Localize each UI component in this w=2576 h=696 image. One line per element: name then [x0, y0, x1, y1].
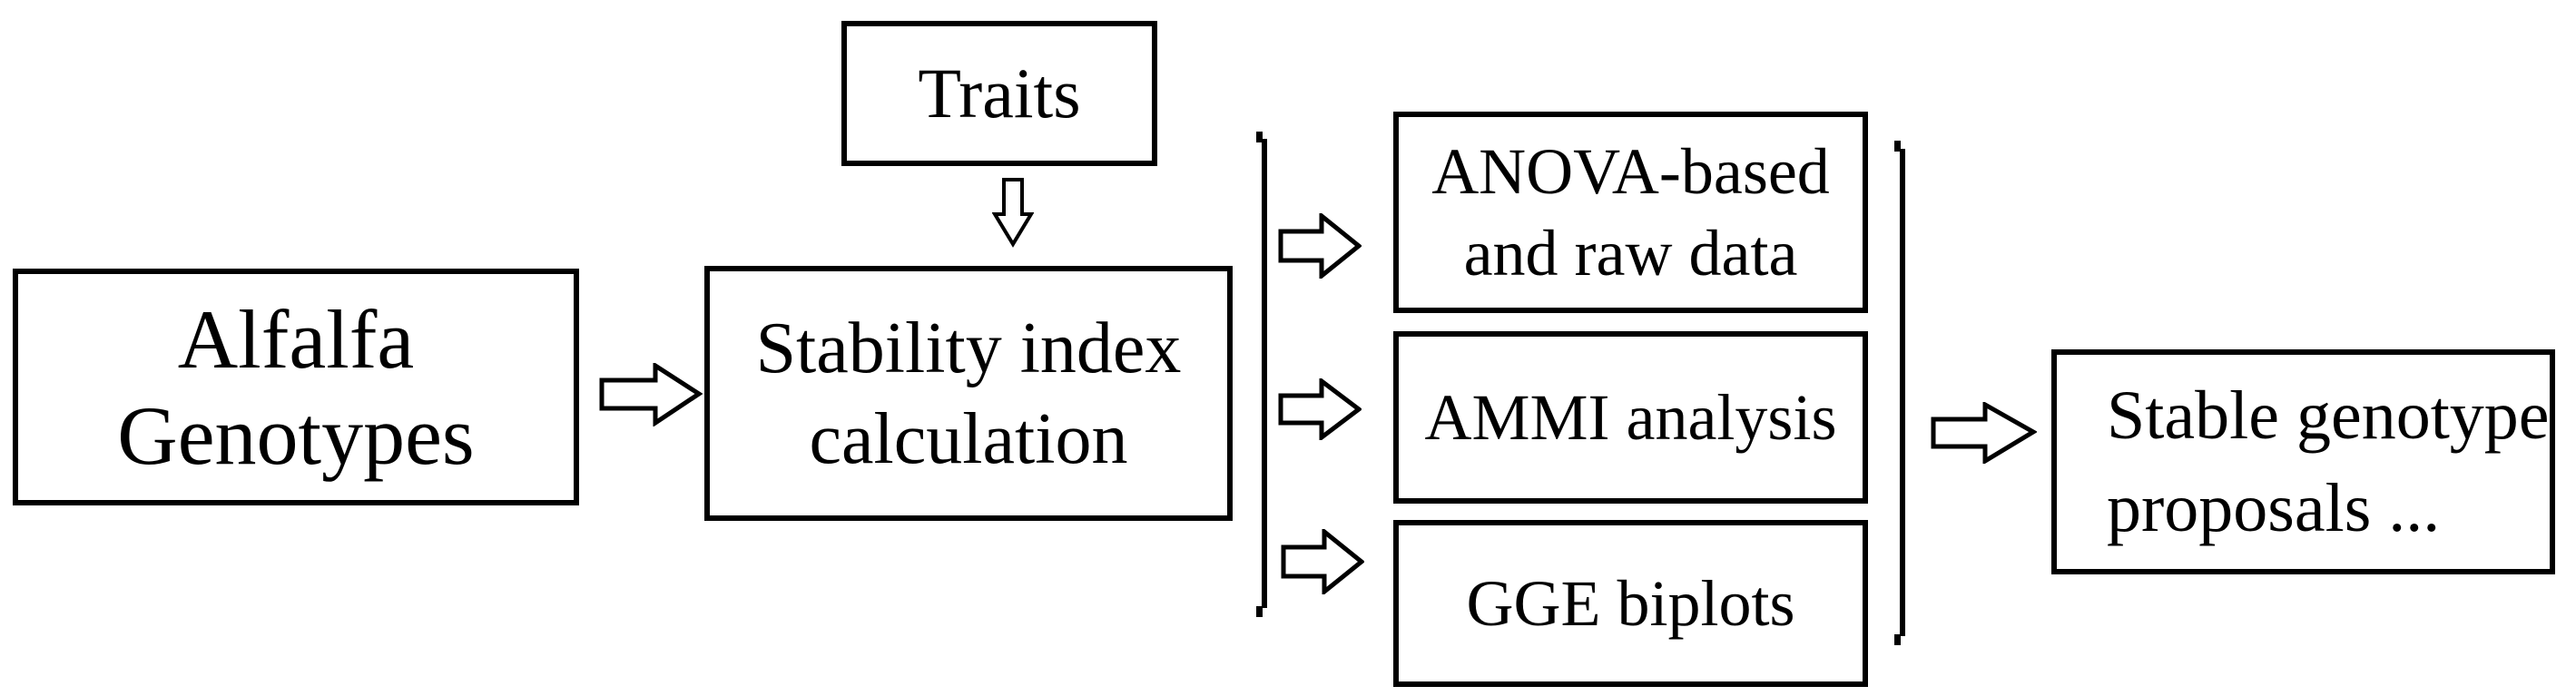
- node-gge-label: GGE biplots: [1466, 567, 1795, 640]
- node-stability-line1: Stability index: [755, 308, 1182, 388]
- arrow-stability-to-anova-icon: [1278, 213, 1362, 279]
- node-stability-index-calculation: Stability index calculation: [704, 266, 1233, 521]
- node-alfalfa-genotypes-line1: Alfalfa: [177, 292, 415, 386]
- node-stable-genotype-proposals: Stable genotype proposals ...: [2051, 349, 2555, 574]
- node-anova-line1: ANOVA-based: [1431, 135, 1830, 208]
- arrow-alfalfa-to-stability-icon: [599, 363, 703, 426]
- arrow-group-to-stable-icon: [1931, 402, 2037, 464]
- arrow-stability-to-gge-icon: [1281, 529, 1364, 594]
- node-traits: Traits: [841, 21, 1157, 166]
- node-alfalfa-genotypes-line2: Genotypes: [117, 388, 475, 482]
- node-stable-line2: proposals ...: [2107, 470, 2441, 546]
- node-alfalfa-genotypes: Alfalfa Genotypes: [13, 269, 579, 505]
- node-traits-label: Traits: [918, 54, 1081, 132]
- node-ammi-analysis: AMMI analysis: [1393, 331, 1868, 504]
- arrow-stability-to-ammi-icon: [1278, 378, 1362, 440]
- node-gge-biplots: GGE biplots: [1393, 520, 1868, 687]
- node-anova-line2: and raw data: [1463, 217, 1798, 289]
- node-stability-line2: calculation: [809, 398, 1128, 479]
- node-anova-based-raw-data: ANOVA-based and raw data: [1393, 112, 1868, 313]
- node-ammi-label: AMMI analysis: [1424, 381, 1837, 454]
- arrow-traits-to-stability-icon: [992, 178, 1034, 248]
- node-stable-line1: Stable genotype: [2107, 377, 2550, 454]
